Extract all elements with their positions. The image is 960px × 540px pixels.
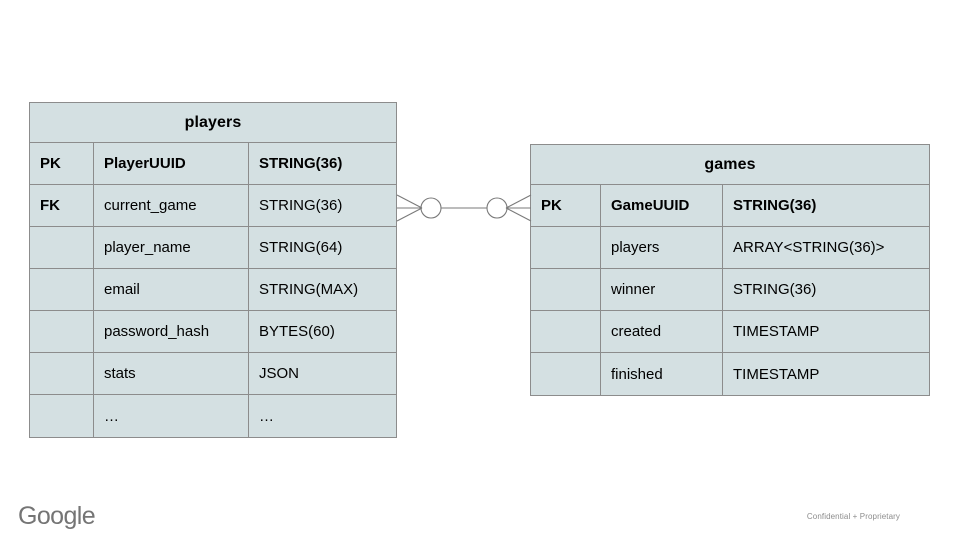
table-row: … … bbox=[30, 395, 396, 437]
row-field-type: BYTES(60) bbox=[259, 323, 335, 340]
table-row: winner STRING(36) bbox=[531, 269, 929, 311]
row-field-type: TIMESTAMP bbox=[733, 323, 820, 340]
row-key-badge bbox=[531, 269, 601, 310]
row-field-name: GameUUID bbox=[601, 185, 723, 226]
row-field-type: STRING(36) bbox=[259, 197, 343, 214]
row-field-name: winner bbox=[601, 269, 723, 310]
row-key-badge bbox=[30, 395, 94, 437]
google-logo: Google bbox=[18, 502, 96, 530]
row-field-type: … bbox=[259, 407, 275, 425]
table-row: PK PlayerUUID STRING(36) bbox=[30, 143, 396, 185]
row-field-type: TIMESTAMP bbox=[733, 365, 820, 383]
table-row: PK GameUUID STRING(36) bbox=[531, 185, 929, 227]
row-key-badge bbox=[531, 227, 601, 268]
row-field-type: STRING(36) bbox=[259, 155, 343, 172]
row-field-type: STRING(64) bbox=[259, 239, 343, 256]
table-row: finished TIMESTAMP bbox=[531, 353, 929, 395]
row-key-badge bbox=[531, 311, 601, 352]
relationship-connector-players-games bbox=[396, 194, 532, 222]
row-field-name: PlayerUUID bbox=[94, 143, 249, 184]
row-key-badge: FK bbox=[30, 185, 94, 226]
confidential-notice: Confidential + Proprietary bbox=[806, 512, 900, 521]
table-row: password_hash BYTES(60) bbox=[30, 311, 396, 353]
row-field-name: email bbox=[94, 269, 249, 310]
row-field-type: JSON bbox=[259, 365, 300, 382]
row-field-name: finished bbox=[601, 353, 723, 395]
row-field-type: STRING(36) bbox=[733, 281, 817, 298]
entity-table-games: games PK GameUUID STRING(36) players ARR… bbox=[530, 144, 930, 396]
row-key-badge bbox=[30, 311, 94, 352]
table-row: stats JSON bbox=[30, 353, 396, 395]
table-row: created TIMESTAMP bbox=[531, 311, 929, 353]
crows-foot-left bbox=[396, 194, 423, 222]
table-row: email STRING(MAX) bbox=[30, 269, 396, 311]
row-field-name: created bbox=[601, 311, 723, 352]
entity-title-row-games: games bbox=[531, 145, 929, 185]
entity-title-games: games bbox=[704, 155, 756, 173]
table-row: FK current_game STRING(36) bbox=[30, 185, 396, 227]
row-field-type: STRING(MAX) bbox=[259, 281, 359, 298]
crows-foot-right bbox=[505, 194, 532, 222]
row-field-type: ARRAY<STRING(36)> bbox=[733, 239, 885, 256]
row-key-badge bbox=[531, 353, 601, 395]
table-row: player_name STRING(64) bbox=[30, 227, 396, 269]
row-field-type: STRING(36) bbox=[733, 197, 817, 214]
row-key-badge bbox=[30, 269, 94, 310]
zero-circle-left bbox=[420, 197, 442, 219]
row-key-badge bbox=[30, 227, 94, 268]
row-key-badge: PK bbox=[30, 143, 94, 184]
row-field-name: players bbox=[601, 227, 723, 268]
row-key-badge: PK bbox=[531, 185, 601, 226]
table-row: players ARRAY<STRING(36)> bbox=[531, 227, 929, 269]
entity-title-row-players: players bbox=[30, 103, 396, 143]
entity-table-players: players PK PlayerUUID STRING(36) FK curr… bbox=[29, 102, 397, 438]
row-field-name: stats bbox=[94, 353, 249, 394]
row-field-name: password_hash bbox=[94, 311, 249, 352]
zero-circle-right bbox=[486, 197, 508, 219]
row-field-name: player_name bbox=[94, 227, 249, 268]
row-key-badge bbox=[30, 353, 94, 394]
row-field-name: … bbox=[94, 395, 249, 437]
entity-title-players: players bbox=[184, 113, 242, 131]
row-field-name: current_game bbox=[94, 185, 249, 226]
